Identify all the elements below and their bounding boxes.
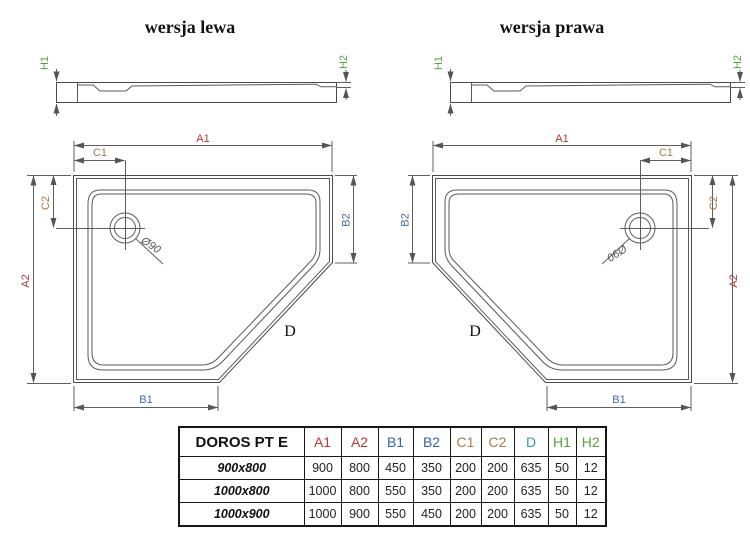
cell-d: 635 [513, 502, 549, 527]
cell-c2: 200 [480, 502, 515, 527]
cell-d: 635 [513, 456, 549, 480]
right-plan-view [432, 175, 692, 383]
right-a2-label: A2 [728, 274, 740, 287]
left-drain-leader [135, 238, 164, 265]
cell-h2: 12 [575, 502, 607, 527]
row-size-label: 1000x900 [178, 502, 305, 527]
col-header-d: D [513, 426, 549, 457]
cell-h2: 12 [575, 456, 607, 480]
table-row: 900x800 900 800 450 350 200 200 635 50 1… [178, 456, 607, 480]
right-profile-view [433, 55, 745, 116]
cell-h1: 50 [547, 456, 577, 480]
right-a1-label: A1 [555, 133, 568, 145]
cell-a2: 900 [340, 502, 379, 527]
row-size-label: 900x800 [178, 456, 305, 480]
right-drain-diameter-label: Ø90 [604, 241, 630, 263]
cell-c1: 200 [449, 479, 482, 503]
cell-c2: 200 [480, 456, 515, 480]
left-plan-annotations: Ø90 A1 C1 C2 A2 B2 B1 D [20, 133, 357, 411]
table-header-row: DOROS PT E A1 A2 B1 B2 C1 C2 D H1 H2 [178, 426, 607, 457]
col-header-c1: C1 [449, 426, 482, 457]
cell-a2: 800 [340, 456, 379, 480]
cell-c1: 200 [449, 456, 482, 480]
cell-b2: 450 [412, 502, 451, 527]
right-c1-label: C1 [659, 147, 673, 159]
cell-h2: 12 [575, 479, 607, 503]
left-drain-diameter-label: Ø90 [138, 234, 164, 256]
technical-drawing: H1 H2 wersja lewa wersja prawa Ø90 [20, 17, 750, 411]
cell-b2: 350 [412, 456, 451, 480]
right-d-label: D [469, 323, 481, 340]
right-version-title: wersja prawa [500, 17, 604, 37]
left-plan-view [73, 175, 333, 383]
cell-c2: 200 [480, 479, 515, 503]
left-d-label: D [284, 323, 296, 340]
cell-a1: 1000 [303, 502, 342, 527]
col-header-b2: B2 [412, 426, 451, 457]
left-c2-label: C2 [40, 196, 52, 210]
right-b2-label: B2 [400, 213, 412, 226]
col-header-h1: H1 [547, 426, 577, 457]
cell-c1: 200 [449, 502, 482, 527]
table-row: 1000x900 1000 900 550 450 200 200 635 50… [178, 502, 607, 527]
cell-a1: 1000 [303, 479, 342, 503]
row-size-label: 1000x800 [178, 479, 305, 503]
cell-h1: 50 [547, 479, 577, 503]
col-header-a1: A1 [303, 426, 342, 457]
left-b1-label: B1 [139, 394, 152, 406]
right-drain-leader [601, 238, 630, 265]
cell-b1: 550 [377, 502, 414, 527]
col-header-b1: B1 [377, 426, 414, 457]
right-c2-label: C2 [708, 196, 720, 210]
cell-a1: 900 [303, 456, 342, 480]
left-a2-label: A2 [20, 274, 32, 287]
left-version-title: wersja lewa [145, 17, 235, 37]
table-row: 1000x800 1000 800 550 350 200 200 635 50… [178, 479, 607, 503]
cell-b2: 350 [412, 479, 451, 503]
left-c1-label: C1 [93, 147, 107, 159]
left-a1-label: A1 [196, 133, 209, 145]
col-header-a2: A2 [340, 426, 379, 457]
right-b1-label: B1 [612, 394, 625, 406]
right-plan-annotations: Ø90 A1 C1 C2 A2 B2 B1 D [400, 133, 740, 411]
cell-d: 635 [513, 479, 549, 503]
left-profile-view [39, 55, 351, 116]
dimensions-table: DOROS PT E A1 A2 B1 B2 C1 C2 D H1 H2 900… [178, 426, 607, 527]
left-b2-label: B2 [341, 213, 353, 226]
col-header-h2: H2 [575, 426, 607, 457]
table-model-header: DOROS PT E [178, 426, 305, 457]
cell-b1: 450 [377, 456, 414, 480]
cell-a2: 800 [340, 479, 379, 503]
col-header-c2: C2 [480, 426, 515, 457]
cell-b1: 550 [377, 479, 414, 503]
cell-h1: 50 [547, 502, 577, 527]
